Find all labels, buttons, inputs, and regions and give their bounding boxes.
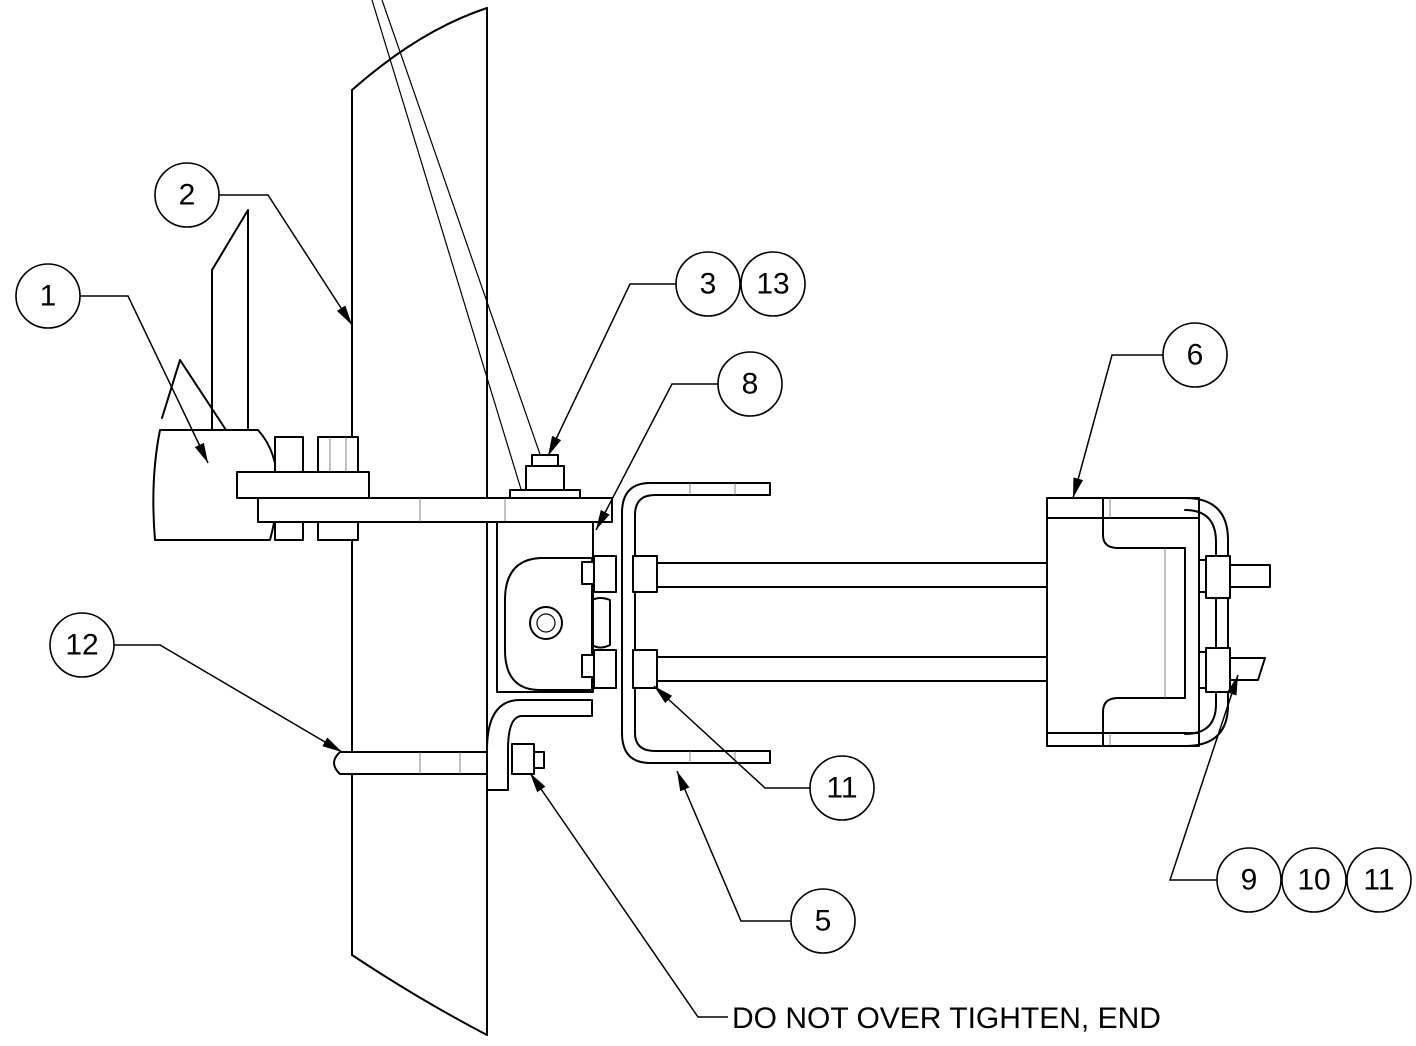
svg-text:13: 13 [756,268,789,301]
balloon-5: 5 [790,888,856,954]
leader-lines [80,194,1239,1018]
svg-text:11: 11 [826,772,857,805]
svg-text:9: 9 [1241,864,1258,897]
clamp-block [1046,497,1271,747]
mount-plate [496,521,611,693]
balloon-2: 2 [154,162,220,228]
threaded-rods [656,562,1048,682]
note-text: DO NOT OVER TIGHTEN, END [732,1002,1161,1035]
balloon-3: 3 [675,251,741,317]
svg-text:5: 5 [815,905,832,938]
balloon-10: 10 [1281,847,1347,913]
left-clamp-bracket [152,209,613,541]
svg-text:2: 2 [179,179,196,212]
svg-text:1: 1 [40,280,57,313]
balloon-11-center: 11 [809,755,875,821]
balloon-12: 12 [49,612,115,678]
svg-text:6: 6 [1187,339,1204,372]
balloon-6: 6 [1162,322,1228,388]
svg-text:8: 8 [742,368,759,401]
balloon-11-right: 11 [1346,847,1412,913]
top-nut-washer [509,454,581,499]
balloon-8: 8 [717,351,783,417]
u-bolt [621,482,771,764]
svg-text:11: 11 [1363,864,1394,897]
balloon-9: 9 [1216,847,1282,913]
plate-nuts [581,555,658,689]
balloon-1: 1 [15,263,81,329]
j-bolt [333,699,593,791]
svg-text:12: 12 [65,629,98,662]
svg-text:3: 3 [700,268,717,301]
balloon-13: 13 [740,251,806,317]
svg-text:10: 10 [1297,864,1330,897]
